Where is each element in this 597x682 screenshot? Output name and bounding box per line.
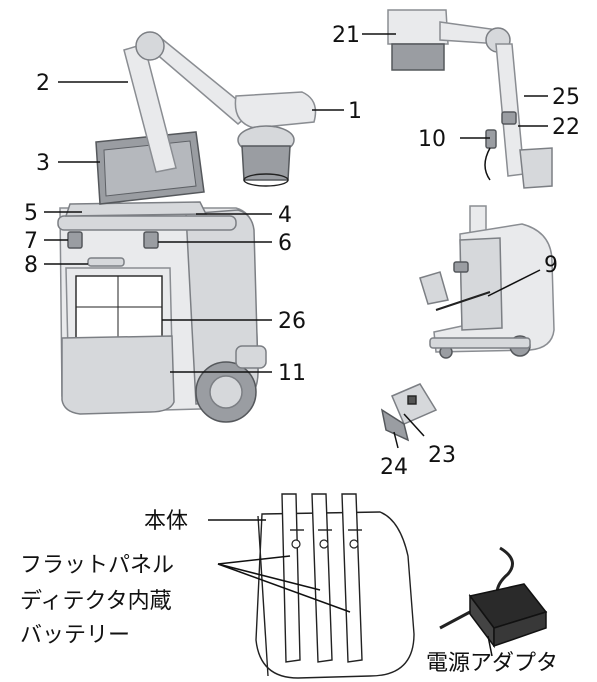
label-fpd-line1: フラットパネル bbox=[20, 553, 174, 578]
label-fpd-line3: バッテリー bbox=[20, 623, 130, 648]
callout-26: 26 bbox=[278, 309, 306, 334]
callout-4: 4 bbox=[278, 203, 292, 228]
side-view-detail-illustration bbox=[419, 205, 555, 359]
callout-21: 21 bbox=[332, 23, 360, 48]
charger-stand-illustration bbox=[255, 493, 415, 679]
label-fpd-line2: ディテクタ内蔵 bbox=[20, 589, 172, 614]
callout-11: 11 bbox=[278, 361, 306, 386]
power-adapter-illustration bbox=[439, 546, 548, 649]
leader-lines bbox=[44, 33, 548, 657]
callout-10: 10 bbox=[418, 127, 446, 152]
callout-1: 1 bbox=[348, 99, 362, 124]
battery-pack-illustration bbox=[380, 383, 438, 442]
tube-head-detail-illustration bbox=[387, 9, 553, 189]
label-main-body: 本体 bbox=[144, 509, 188, 534]
callout-2: 2 bbox=[36, 71, 50, 96]
callout-8: 8 bbox=[24, 253, 38, 278]
callout-24: 24 bbox=[380, 455, 408, 480]
callout-5: 5 bbox=[24, 201, 38, 226]
callout-7: 7 bbox=[24, 229, 38, 254]
callout-23: 23 bbox=[428, 443, 456, 468]
main-unit-illustration bbox=[57, 31, 317, 423]
callout-3: 3 bbox=[36, 151, 50, 176]
callout-22: 22 bbox=[552, 115, 580, 140]
callout-6: 6 bbox=[278, 231, 292, 256]
callout-9: 9 bbox=[544, 253, 558, 278]
label-power-adapter: 電源アダプタ bbox=[426, 651, 558, 676]
callout-25: 25 bbox=[552, 85, 580, 110]
